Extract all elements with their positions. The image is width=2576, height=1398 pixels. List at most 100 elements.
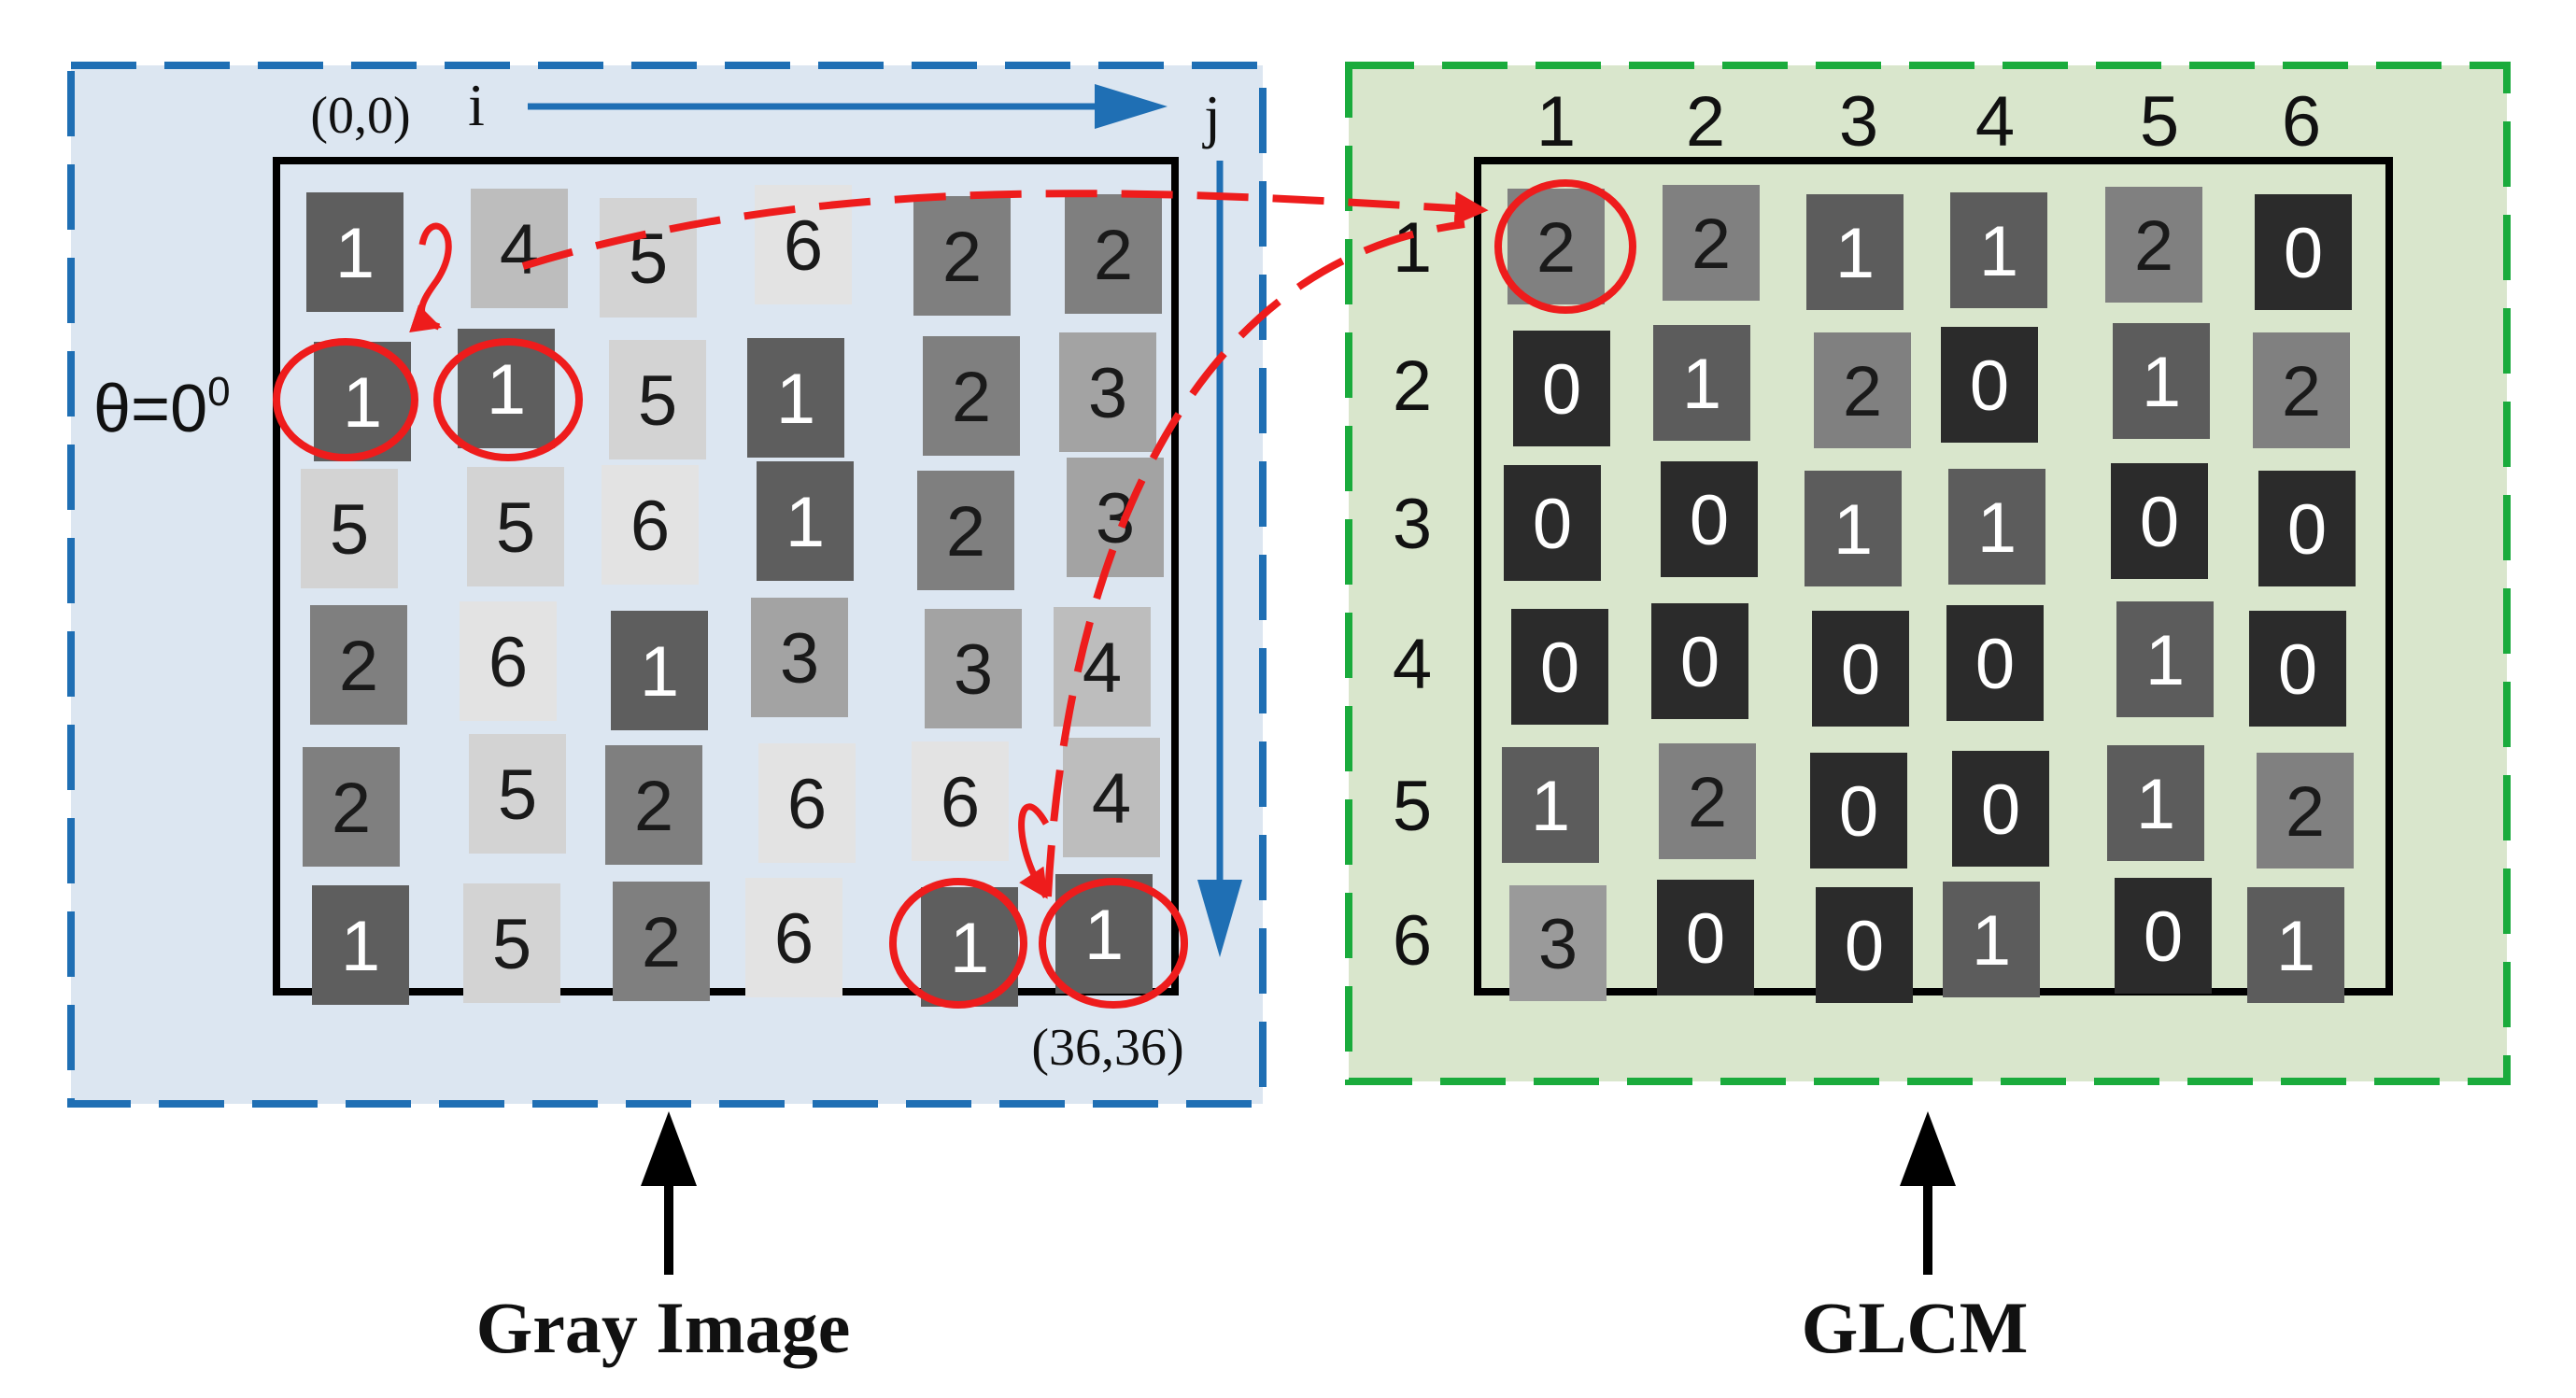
glcm-cell-swatch xyxy=(1816,887,1913,1003)
glcm-cell: 2 xyxy=(1663,185,1760,301)
gray-pixel-swatch xyxy=(758,743,856,863)
glcm-cell: 0 xyxy=(2249,611,2346,727)
gray-pixel-value: 2 xyxy=(946,492,985,572)
gray-pixel-value: 3 xyxy=(1088,354,1127,433)
gray-pixel-cell: 2 xyxy=(917,471,1014,590)
glcm-row-header: 4 xyxy=(1393,625,1432,704)
glcm-cell-value: 1 xyxy=(2136,765,2175,844)
glcm-caption-arrow xyxy=(1900,1111,1956,1275)
axis-j-arrow xyxy=(1197,161,1242,957)
gray-pixel-value: 5 xyxy=(498,755,537,835)
glcm-cell-swatch xyxy=(2111,463,2208,579)
highlight-circle-pixel-6-5 xyxy=(889,878,1027,1009)
gray-pixel-swatch xyxy=(467,467,564,586)
gray-pixel-value: 2 xyxy=(332,769,371,848)
glcm-cell-swatch xyxy=(1806,194,1904,310)
glcm-cell-swatch xyxy=(1502,747,1599,863)
gray-pixel-cell: 6 xyxy=(758,743,856,863)
end-label: (36,36) xyxy=(1031,1019,1183,1077)
glcm-cell-value: 0 xyxy=(1533,485,1572,564)
gray-pixel-cell: 3 xyxy=(751,598,848,717)
glcm-cell: 2 xyxy=(1814,332,1911,448)
glcm-cell: 2 xyxy=(1659,743,1756,859)
glcm-row-header: 3 xyxy=(1393,485,1432,564)
gray-pixel-swatch xyxy=(609,340,706,459)
glcm-cell: 1 xyxy=(1502,747,1599,863)
glcm-cell: 1 xyxy=(1950,192,2047,308)
gray-pixel-cell: 3 xyxy=(925,609,1022,728)
gray-pixel-swatch xyxy=(301,469,398,588)
axis-i-arrow xyxy=(528,84,1168,129)
gray-pixel-cell: 1 xyxy=(747,338,844,458)
glcm-cell-value: 2 xyxy=(2286,772,2325,852)
gray-pixel-swatch xyxy=(469,734,566,854)
gray-pixel-cell: 2 xyxy=(923,336,1020,456)
gray-pixel-cell: 5 xyxy=(600,198,697,318)
angle-text: θ=0 xyxy=(93,372,207,446)
glcm-cell-swatch xyxy=(2113,323,2210,439)
gray-pixel-value: 4 xyxy=(1083,628,1122,708)
glcm-cell-swatch xyxy=(1507,189,1605,304)
gray-pixel-value: 2 xyxy=(1094,216,1133,295)
glcm-cell: 1 xyxy=(1948,469,2045,585)
glcm-cell: 1 xyxy=(1943,882,2040,997)
glcm-cell-value: 1 xyxy=(2142,343,2181,422)
glcm-cell: 1 xyxy=(2247,887,2344,1003)
pair-arrow-bottom xyxy=(1018,803,1050,899)
glcm-cell-value: 1 xyxy=(1979,212,2018,291)
glcm-cell-value: 0 xyxy=(2284,214,2323,293)
glcm-cell-swatch xyxy=(1657,880,1754,996)
glcm-cell-swatch xyxy=(1943,882,2040,997)
glcm-cell-value: 2 xyxy=(2282,352,2321,431)
gray-pixel-value: 6 xyxy=(784,206,823,286)
gray-pixel-cell: 6 xyxy=(912,741,1009,861)
gray-pixel-swatch xyxy=(925,609,1022,728)
glcm-cell-swatch xyxy=(1513,331,1610,446)
glcm-frame xyxy=(1474,157,2393,996)
gray-pixel-cell: 1 xyxy=(757,461,854,581)
glcm-cell-swatch xyxy=(2105,187,2202,303)
gray-pixel-value: 2 xyxy=(339,627,378,706)
glcm-cell-swatch xyxy=(2255,194,2352,310)
glcm-cell-value: 0 xyxy=(2140,483,2179,562)
gray-pixel-cell: 4 xyxy=(1054,607,1151,727)
glcm-col-header: 4 xyxy=(1975,82,2015,162)
gray-pixel-swatch xyxy=(460,601,557,721)
gray-pixel-value: 3 xyxy=(954,630,993,710)
glcm-cell: 0 xyxy=(1810,753,1907,868)
gray-pixel-cell: 1 xyxy=(611,611,708,730)
gray-pixel-value: 5 xyxy=(492,905,531,984)
gray-pixel-value: 5 xyxy=(496,488,535,568)
glcm-cell-value: 0 xyxy=(2287,490,2327,570)
glcm-cell-value: 1 xyxy=(2276,907,2315,986)
gray-pixel-cell: 6 xyxy=(460,601,557,721)
glcm-cell: 0 xyxy=(1941,327,2038,443)
glcm-cell-swatch xyxy=(1504,465,1601,581)
glcm-cell: 1 xyxy=(2107,745,2204,861)
gray-pixel-value: 1 xyxy=(786,483,825,562)
gray-pixel-swatch xyxy=(912,741,1009,861)
glcm-cell-value: 1 xyxy=(1835,214,1875,293)
glcm-col-header: 3 xyxy=(1839,82,1878,162)
gray-pixel-value: 2 xyxy=(634,767,673,846)
glcm-cell-swatch xyxy=(2115,878,2212,994)
angle-superscript: 0 xyxy=(207,369,230,415)
gray-pixel-value: 1 xyxy=(335,214,375,293)
gray-pixel-value: 6 xyxy=(630,487,670,566)
axis-i-label: i xyxy=(468,72,485,138)
gray-pixel-value: 6 xyxy=(787,765,827,844)
glcm-cell: 0 xyxy=(2255,194,2352,310)
glcm-row-header: 1 xyxy=(1393,208,1432,288)
glcm-cell: 1 xyxy=(1653,325,1750,441)
glcm-cell-value: 1 xyxy=(1833,490,1873,570)
gray-image-caption-arrow xyxy=(641,1111,697,1275)
gray-pixel-value: 1 xyxy=(343,363,382,443)
gray-pixel-value: 3 xyxy=(780,619,819,699)
glcm-cell-swatch xyxy=(1814,332,1911,448)
origin-label: (0,0) xyxy=(310,87,410,145)
glcm-cell-swatch xyxy=(2249,611,2346,727)
glcm-cell: 2 xyxy=(2257,753,2354,868)
glcm-cell: 3 xyxy=(1509,885,1606,1001)
glcm-col-header: 1 xyxy=(1536,82,1576,162)
glcm-cell: 0 xyxy=(1946,605,2044,721)
